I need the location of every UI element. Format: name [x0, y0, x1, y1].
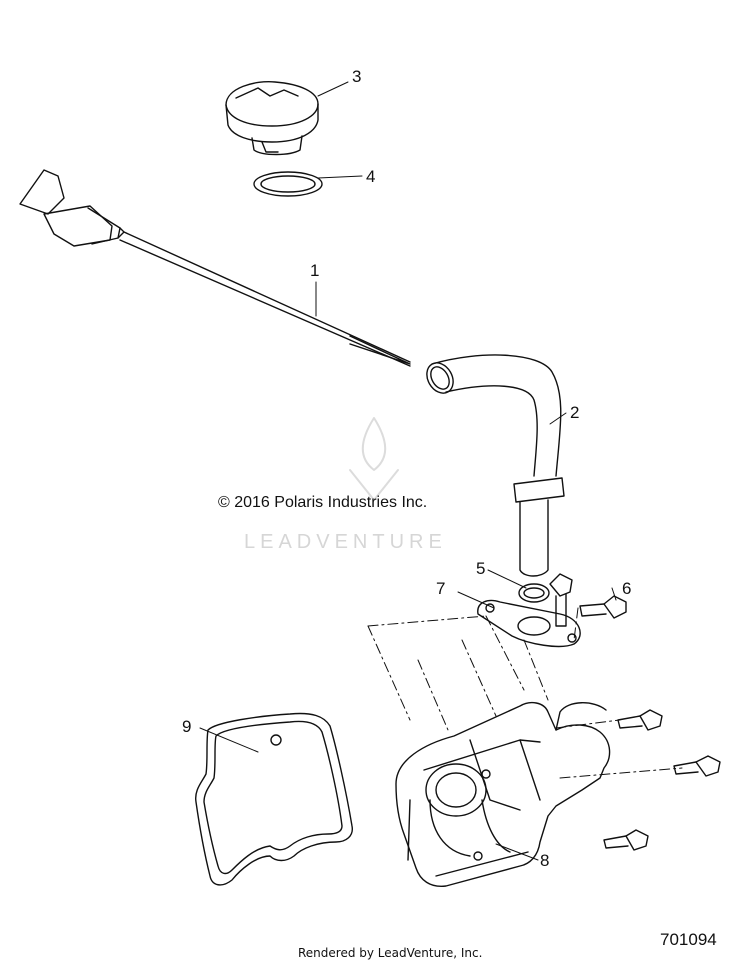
callout-2: 2	[570, 403, 579, 422]
bolt	[603, 829, 649, 851]
callout-3: 3	[352, 67, 361, 86]
leader-lines	[199, 81, 617, 861]
leadventure-logo	[349, 417, 399, 501]
bolt	[673, 755, 721, 777]
cover-gasket	[194, 712, 353, 886]
callout-8: 8	[540, 851, 549, 870]
tube-o-ring	[518, 583, 550, 603]
callout-1: 1	[310, 261, 319, 280]
callout-4: 4	[366, 167, 375, 186]
oil-fill-cap	[225, 81, 319, 156]
callout-7: 7	[436, 579, 445, 598]
bolt	[549, 573, 573, 627]
cap-o-ring	[253, 171, 323, 197]
assembly-lines	[367, 607, 683, 779]
diagram-number: 701094	[660, 930, 717, 949]
bolt	[579, 595, 627, 619]
dipstick	[19, 169, 411, 367]
fill-tube	[426, 354, 565, 577]
copyright-notice: © 2016 Polaris Industries Inc.	[218, 494, 428, 511]
footer-credit: Rendered by LeadVenture, Inc.	[298, 946, 483, 960]
watermark-text: LEADVENTURE	[244, 531, 447, 553]
bolt	[617, 709, 663, 731]
callout-9: 9	[182, 717, 191, 736]
valve-cover-housing	[395, 701, 611, 887]
callout-5: 5	[476, 559, 485, 578]
callout-6: 6	[622, 579, 631, 598]
